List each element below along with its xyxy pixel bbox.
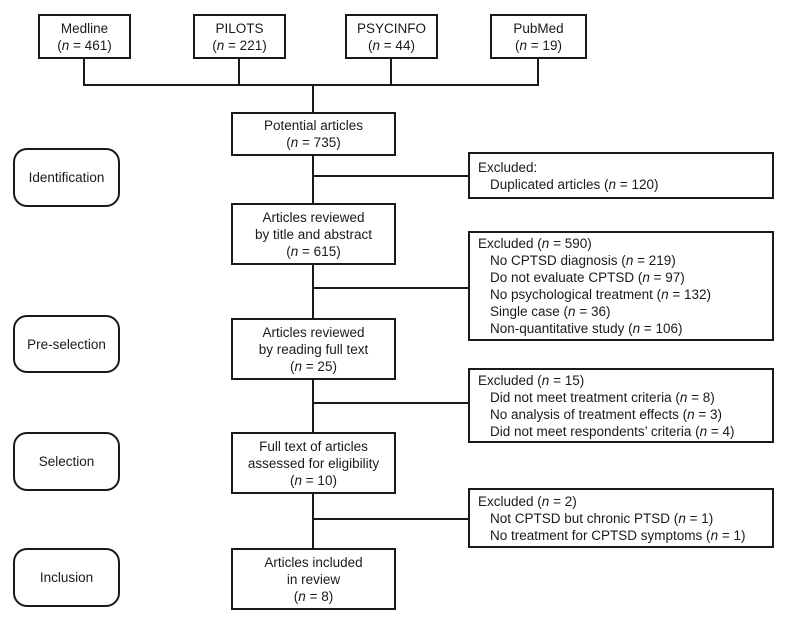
flow-box-full-text-review: Articles reviewed by reading full text (… bbox=[231, 318, 396, 380]
source-box-medline: Medline (n = 461) bbox=[38, 14, 131, 59]
connector-to-potential bbox=[312, 84, 314, 112]
excluded-item: Not CPTSD but chronic PTSD (n = 1) bbox=[490, 510, 714, 526]
source-count: (n = 461) bbox=[57, 37, 112, 53]
excluded-item: Did not meet treatment criteria (n = 8) bbox=[490, 389, 715, 405]
excluded-item: No CPTSD diagnosis (n = 219) bbox=[490, 253, 676, 268]
stage-box-identification: Identification bbox=[13, 148, 120, 207]
flow-box-included-articles: Articles included in review (n = 8) bbox=[231, 548, 396, 610]
flow-box-line: by reading full text bbox=[258, 341, 369, 357]
connector-source-2 bbox=[238, 58, 240, 86]
connector-spine-1 bbox=[312, 156, 314, 203]
excluded-header: Excluded (n = 15) bbox=[478, 372, 585, 388]
flow-box-line: by title and abstract bbox=[254, 226, 373, 242]
stage-label: Pre-selection bbox=[27, 336, 106, 352]
connector-branch-3 bbox=[312, 402, 468, 404]
excluded-box-full-text: Excluded (n = 15) Did not meet treatment… bbox=[468, 368, 774, 443]
source-box-pilots: PILOTS (n = 221) bbox=[193, 14, 286, 59]
flow-box-line: in review bbox=[286, 571, 341, 587]
source-name: PSYCINFO bbox=[356, 20, 426, 36]
connector-branch-2 bbox=[312, 287, 468, 289]
excluded-item: No treatment for CPTSD symptoms (n = 1) bbox=[490, 527, 746, 543]
stage-label: Identification bbox=[28, 170, 105, 185]
source-count: (n = 221) bbox=[212, 37, 267, 53]
flow-box-line: (n = 25) bbox=[290, 358, 337, 374]
excluded-item: No psychological treatment (n = 132) bbox=[490, 287, 711, 302]
flow-box-line: Articles reviewed bbox=[262, 324, 365, 340]
connector-spine-3 bbox=[312, 380, 314, 432]
stage-label: Inclusion bbox=[39, 570, 94, 585]
source-name: Medline bbox=[60, 20, 109, 36]
connector-spine-4 bbox=[312, 494, 314, 548]
flow-box-line: assessed for eligibility bbox=[247, 455, 380, 471]
flow-box-line: (n = 10) bbox=[290, 472, 337, 488]
excluded-header: Excluded (n = 2) bbox=[478, 493, 577, 509]
excluded-header: Excluded: bbox=[478, 159, 538, 175]
excluded-item: Do not evaluate CPTSD (n = 97) bbox=[490, 270, 685, 285]
stage-box-selection: Selection bbox=[13, 432, 120, 491]
excluded-box-title-abstract: Excluded (n = 590) No CPTSD diagnosis (n… bbox=[468, 231, 774, 341]
excluded-header: Excluded (n = 590) bbox=[478, 236, 592, 251]
connector-spine-2 bbox=[312, 265, 314, 318]
excluded-item: Duplicated articles (n = 120) bbox=[490, 176, 659, 192]
connector-source-4 bbox=[537, 58, 539, 86]
excluded-item: Non-quantitative study (n = 106) bbox=[490, 321, 683, 336]
stage-box-pre-selection: Pre-selection bbox=[13, 315, 120, 373]
flow-box-potential-articles: Potential articles (n = 735) bbox=[231, 112, 396, 156]
excluded-item: Did not meet respondents’ criteria (n = … bbox=[490, 423, 735, 439]
stage-box-inclusion: Inclusion bbox=[13, 548, 120, 607]
flow-box-line: (n = 8) bbox=[293, 588, 334, 604]
connector-branch-1 bbox=[312, 175, 468, 177]
excluded-box-duplicates: Excluded: Duplicated articles (n = 120) bbox=[468, 152, 774, 199]
connector-source-1 bbox=[83, 58, 85, 86]
connector-source-3 bbox=[390, 58, 392, 86]
flow-box-title-abstract-review: Articles reviewed by title and abstract … bbox=[231, 203, 396, 265]
excluded-item: No analysis of treatment effects (n = 3) bbox=[490, 406, 722, 422]
flow-box-line: (n = 615) bbox=[286, 243, 341, 259]
source-box-pubmed: PubMed (n = 19) bbox=[490, 14, 587, 59]
flow-box-line: Potential articles bbox=[263, 118, 364, 133]
flow-box-line: (n = 735) bbox=[286, 135, 341, 150]
excluded-item: Single case (n = 36) bbox=[490, 304, 611, 319]
flow-box-eligibility-assessment: Full text of articles assessed for eligi… bbox=[231, 432, 396, 494]
flow-box-line: Articles reviewed bbox=[262, 209, 365, 225]
source-box-psycinfo: PSYCINFO (n = 44) bbox=[345, 14, 438, 59]
source-count: (n = 44) bbox=[368, 37, 415, 53]
connector-branch-4 bbox=[312, 518, 468, 520]
flow-box-line: Articles included bbox=[264, 554, 363, 570]
flow-box-line: Full text of articles bbox=[259, 438, 368, 454]
source-name: PubMed bbox=[513, 20, 564, 36]
source-count: (n = 19) bbox=[515, 37, 562, 53]
connector-source-bus bbox=[83, 84, 539, 86]
excluded-box-eligibility: Excluded (n = 2) Not CPTSD but chronic P… bbox=[468, 488, 774, 548]
stage-label: Selection bbox=[38, 454, 95, 469]
source-name: PILOTS bbox=[215, 20, 264, 36]
